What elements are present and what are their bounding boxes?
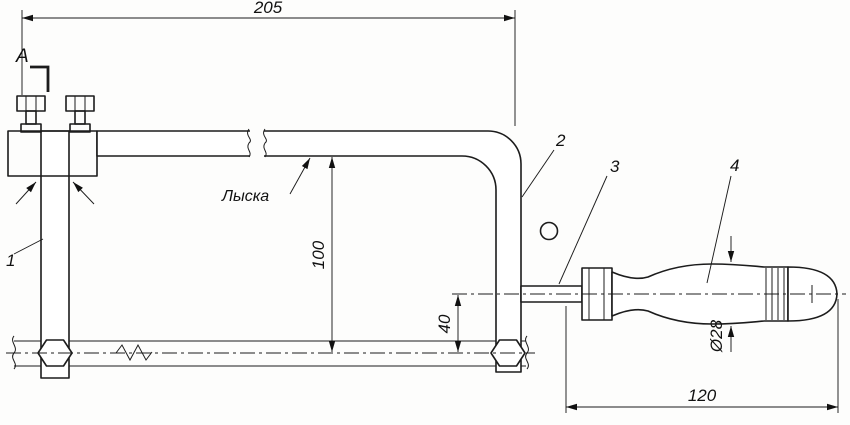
section-cut-line xyxy=(30,65,50,92)
clamp-pointer-right xyxy=(72,181,95,205)
arm-break-line-right xyxy=(263,128,267,158)
dimension-blade-offset: 40 xyxy=(435,295,462,352)
left-bar xyxy=(40,130,70,379)
flat-callout: Лыска xyxy=(221,157,311,205)
dim-120-label: 120 xyxy=(688,386,717,405)
flat-label: Лыска xyxy=(221,188,269,205)
dimension-handle-length: 120 xyxy=(565,299,839,413)
arm-break-gap xyxy=(250,128,264,159)
part-callout-2: 2 xyxy=(521,131,566,198)
blade-break-right xyxy=(525,335,529,370)
dim-205-label: 205 xyxy=(253,0,283,17)
clamp-pointer-left xyxy=(15,181,37,205)
arm-break-line-left xyxy=(247,128,251,158)
dimension-handle-diameter: Ø28 xyxy=(707,236,735,353)
part-callout-4: 4 xyxy=(706,156,739,284)
part-callout-1: 1 xyxy=(6,238,44,270)
saw-blade xyxy=(12,335,529,370)
dimension-frame-depth: 100 xyxy=(309,157,336,352)
blade-teeth-symbol xyxy=(115,343,153,362)
dimension-overall-width: 205 xyxy=(21,0,516,126)
tension-bolt-left xyxy=(16,95,46,133)
section-marker-a: A xyxy=(15,46,50,92)
blade-clamp-block xyxy=(7,95,98,177)
tension-bolt-right xyxy=(65,95,95,133)
dim-100-label: 100 xyxy=(309,240,328,269)
retaining-pin xyxy=(539,221,559,241)
dim-40-label: 40 xyxy=(435,314,454,333)
dim-dia28-label: Ø28 xyxy=(707,319,726,353)
part-1-label: 1 xyxy=(6,251,15,270)
part-4-label: 4 xyxy=(730,156,739,175)
section-label: A xyxy=(15,46,29,67)
part-2-label: 2 xyxy=(555,131,566,150)
part-callout-3: 3 xyxy=(558,157,620,285)
frame-arm xyxy=(96,128,522,373)
handle-assembly xyxy=(520,221,838,325)
part-3-label: 3 xyxy=(610,157,620,176)
